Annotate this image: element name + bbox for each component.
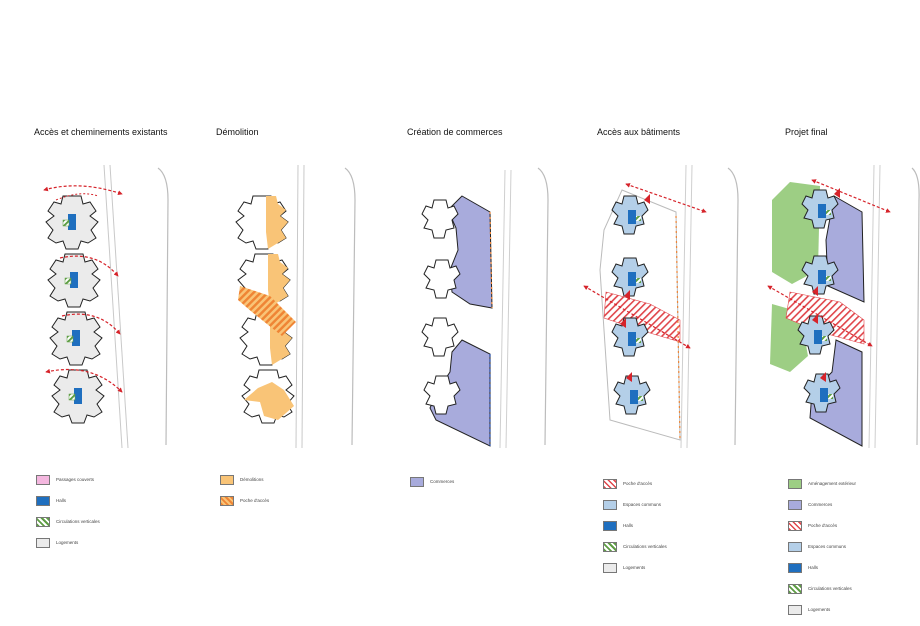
panel-title-projet-final: Projet final [785,127,828,137]
legend-label: Halls [56,498,67,503]
plan-acces [583,164,739,449]
legend-label: Poche d'accès [623,481,653,486]
legend-label: Circulations verticales [56,519,100,524]
logement-swatch [788,605,802,615]
legend-label: Commerces [808,502,833,507]
hall-swatch [603,521,617,531]
commerce-swatch [410,477,424,487]
hall-swatch [788,563,802,573]
legend-label: Logements [623,565,646,570]
espace-commun-swatch [603,500,617,510]
legend-label: Poche d'accès [240,498,270,503]
legend-label: Aménagement extérieur [808,481,857,486]
plan-final [767,164,920,449]
legend-label: Espaces communs [808,544,847,549]
espace-commun-swatch [788,542,802,552]
panel-title-acces-existants: Accès et cheminements existants [34,127,168,137]
legend-label: Logements [808,607,831,612]
legend-label: Halls [808,565,819,570]
plans-drawing [43,164,920,449]
legend-label: Poche d'accès [808,523,838,528]
circulation-swatch [788,584,802,594]
logement-swatch [36,538,50,548]
panel-title-demolition: Démolition [216,127,259,137]
amenagement-swatch [788,479,802,489]
plan-commerces [421,167,549,449]
plan-demolition [235,164,356,449]
legend-label: Commerces [430,479,455,484]
poche-swatch [603,479,617,489]
demolition-swatch [220,475,234,485]
legend-label: Logements [56,540,79,545]
circulation-swatch [36,517,50,527]
hall-swatch [36,496,50,506]
passage-swatch [36,475,50,485]
circulation-swatch [603,542,617,552]
panel-title-acces-batiments: Accès aux bâtiments [597,127,681,137]
legend-label: Démolitions [240,477,264,482]
legend-label: Espaces communs [623,502,662,507]
legend-label: Circulations verticales [808,586,852,591]
legend-label: Passages couverts [56,477,95,482]
logement-swatch [603,563,617,573]
poche-swatch [788,521,802,531]
panel-title-creation-commerces: Création de commerces [407,127,503,137]
poche-swatch [220,496,234,506]
commerce-swatch [788,500,802,510]
legend-label: Circulations verticales [623,544,667,549]
plan-existing [43,164,169,449]
legend-label: Halls [623,523,634,528]
